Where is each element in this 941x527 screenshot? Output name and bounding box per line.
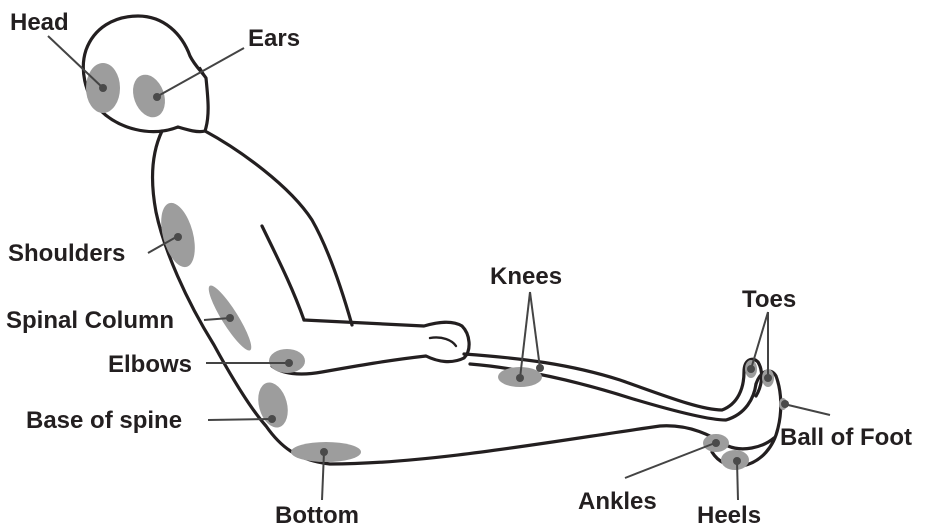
ears-dot [153,93,161,101]
heels-label: Heels [697,502,761,527]
elbows-label: Elbows [108,351,192,378]
torso-front-outline [205,131,352,325]
shoulders-dot [174,233,182,241]
knees-dot-1 [516,374,524,382]
toes-label: Toes [742,286,796,313]
heels-leader [737,461,738,500]
base-of-spine-leader [208,419,272,420]
ankles-label: Ankles [578,488,657,515]
spinal-column-dot [226,314,234,322]
toes-dot-1 [747,365,755,373]
base-of-spine-spot [254,379,293,431]
bottom-dot [320,448,328,456]
toes-leader-1 [751,312,768,369]
head-label: Head [10,9,69,36]
bottom-label: Bottom [275,502,359,527]
ball-of-foot-leader [784,404,830,415]
spinal-column-label: Spinal Column [6,307,174,334]
knees-label: Knees [490,263,562,290]
ankles-leader [625,443,715,478]
toes-dot-2 [764,374,772,382]
head-leader [48,36,103,88]
base-of-spine-label: Base of spine [26,407,182,434]
ball-of-foot-dot [781,400,789,408]
torso-back-outline [153,131,774,464]
ball-of-foot-label: Ball of Foot [780,424,912,451]
ears-label: Ears [248,25,300,52]
knees-leader-1 [520,292,530,378]
heels-dot [733,457,741,465]
marker-dots [99,84,789,465]
knees-leader-2 [530,292,540,368]
knees-dot-2 [536,364,544,372]
pressure-spots [86,63,787,470]
ears-leader [158,48,244,96]
head-dot [99,84,107,92]
shoulders-label: Shoulders [8,240,125,267]
base-of-spine-dot [268,415,276,423]
elbows-dot [285,359,293,367]
arm-upper-outline [262,226,304,320]
hand-fingers [430,337,456,346]
ankles-dot [712,439,720,447]
ear-spot [127,70,170,122]
